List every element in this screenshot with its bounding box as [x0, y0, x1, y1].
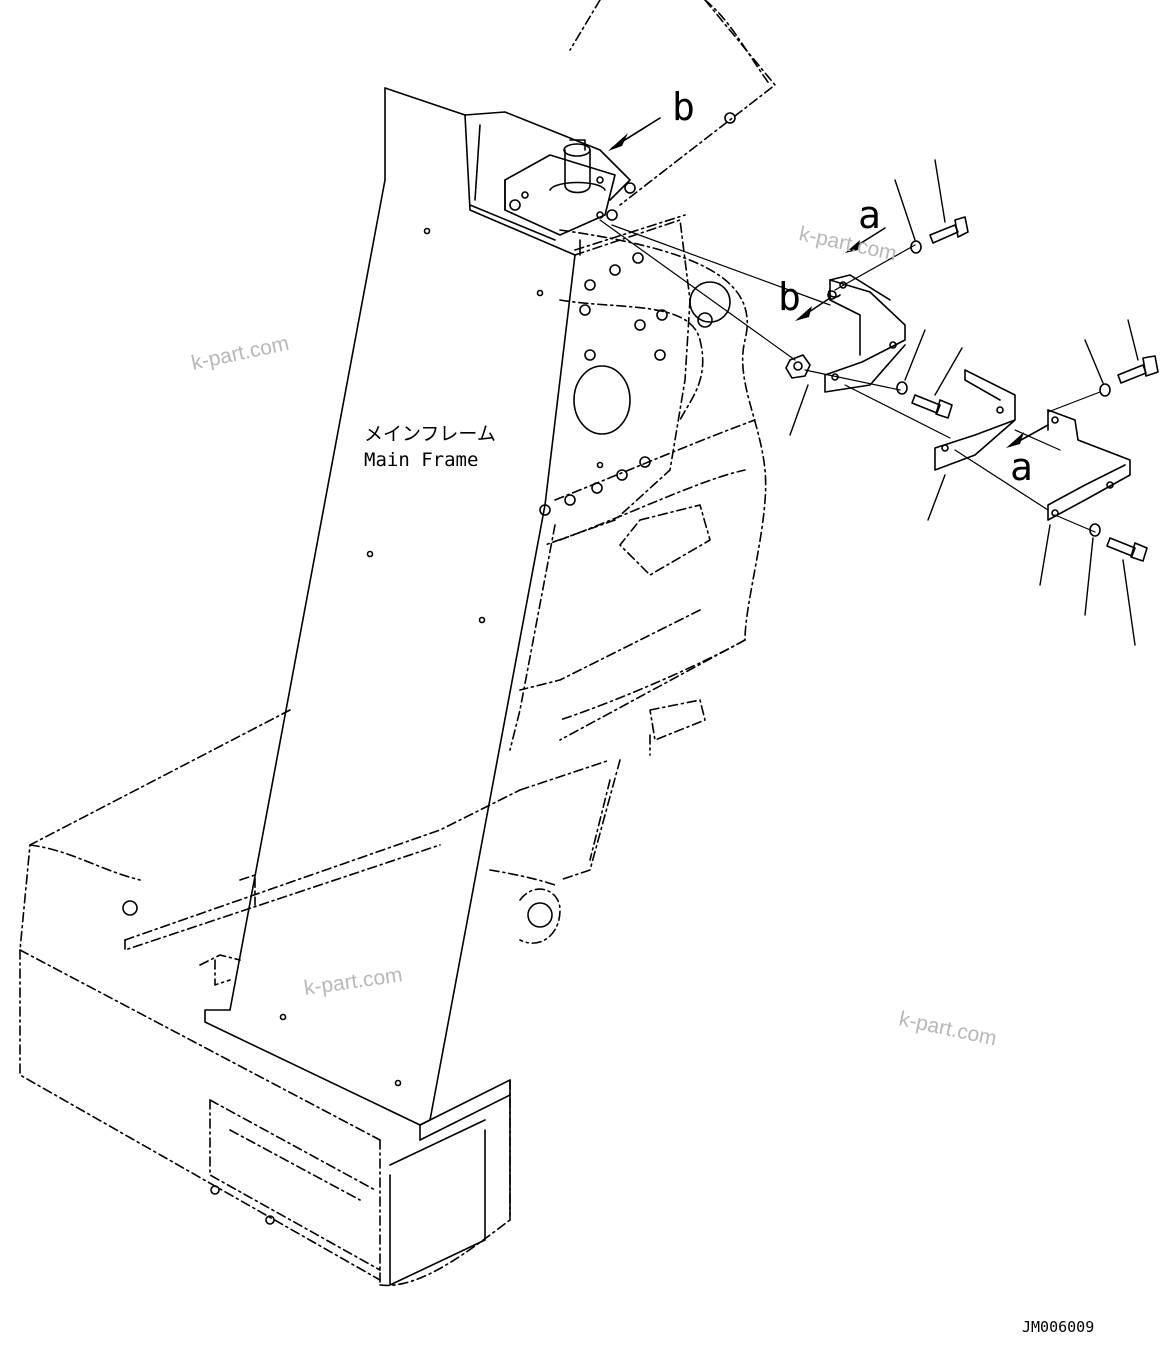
ref-letter-a-upper: a	[858, 193, 881, 237]
drawing-id: JM006009	[1022, 1318, 1094, 1336]
upper-bracket	[824, 274, 906, 393]
watermark-3: k-part.com	[302, 963, 403, 1000]
arrowhead-a-upper	[845, 240, 860, 253]
chassis-outline	[19, 0, 776, 1287]
main-frame-post	[204, 87, 691, 1286]
main-frame-label-en: Main Frame	[364, 449, 478, 471]
assembly-lines	[599, 219, 1101, 533]
ref-letter-a-lower: a	[1010, 445, 1033, 489]
watermark-4: k-part.com	[897, 1007, 999, 1050]
top-mount	[504, 112, 736, 236]
ref-letter-b-bracket: b	[778, 275, 801, 319]
arrowhead-b-bracket	[795, 306, 812, 321]
watermark-2: k-part.com	[189, 332, 291, 375]
arrowhead-b-top	[608, 133, 628, 151]
frame-holes	[122, 227, 731, 1225]
lower-bracket-left	[934, 369, 1016, 471]
fasteners	[785, 216, 1159, 562]
leader-lines	[789, 159, 1139, 646]
arrowhead-a-lower	[1006, 432, 1024, 448]
main-frame-label-jp: メインフレーム	[364, 423, 496, 445]
lower-bracket-right	[1047, 409, 1131, 521]
ref-letter-b-top: b	[672, 85, 695, 129]
